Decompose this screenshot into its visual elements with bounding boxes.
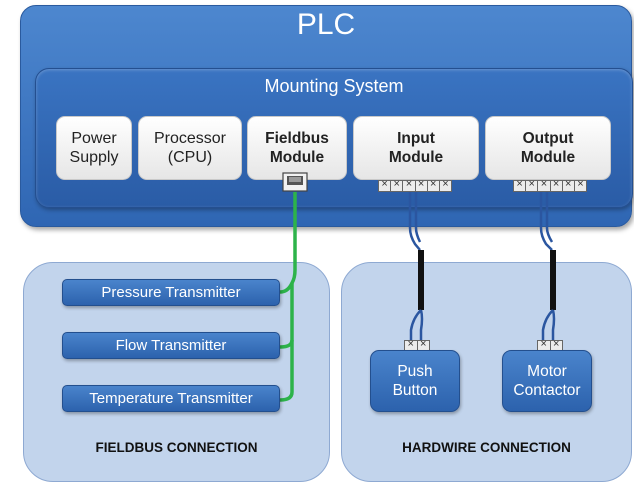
fieldbus-cable-temp xyxy=(279,340,294,402)
fieldbus-module: Fieldbus Module xyxy=(247,116,347,180)
output-module: Output Module xyxy=(485,116,611,180)
input-cable-bottom xyxy=(409,309,424,340)
temperature-transmitter: Temperature Transmitter xyxy=(62,385,280,412)
input-terminal-block xyxy=(378,178,452,192)
output-cable-top xyxy=(539,192,554,251)
output-terminal-block xyxy=(513,178,587,192)
input-cable-top xyxy=(408,192,422,251)
pressure-transmitter: Pressure Transmitter xyxy=(62,279,280,306)
input-module: Input Module xyxy=(353,116,479,180)
mounting-system-title: Mounting System xyxy=(264,76,404,96)
ethernet-port-icon xyxy=(282,172,308,192)
fieldbus-connection-label: FIELDBUS CONNECTION xyxy=(95,440,258,455)
processor-module: Processor (CPU) xyxy=(138,116,242,180)
output-cable-bottom xyxy=(541,309,556,340)
plc-title: PLC xyxy=(296,8,356,41)
hardwire-connection-label: HARDWIRE CONNECTION xyxy=(402,440,571,455)
motor-contactor-device: Motor Contactor xyxy=(502,350,592,412)
flow-transmitter: Flow Transmitter xyxy=(62,332,280,359)
push-button-device: Push Button xyxy=(370,350,460,412)
fieldbus-cable xyxy=(279,192,297,294)
power-supply-module: Power Supply xyxy=(56,116,132,180)
